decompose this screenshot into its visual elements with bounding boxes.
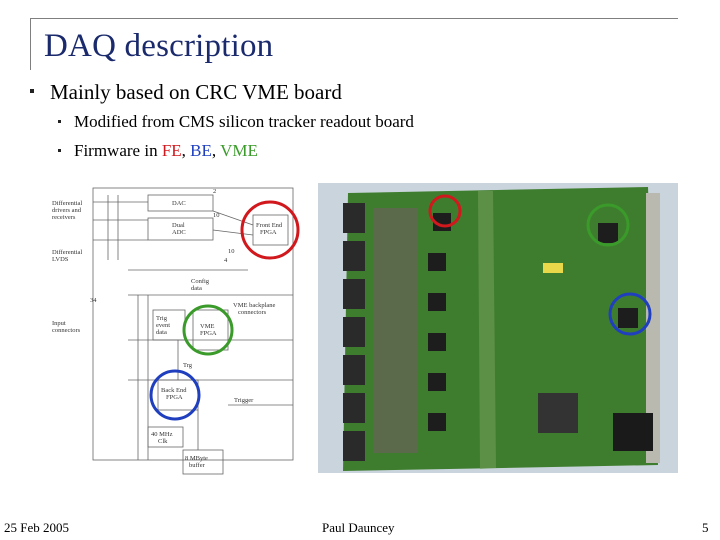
- schem-label: data: [156, 329, 167, 336]
- front-panel-connectors: [343, 203, 365, 461]
- schem-label: Back End: [161, 387, 187, 394]
- crc-board-photo: [318, 183, 678, 473]
- schem-label: event: [156, 322, 170, 329]
- schem-label: connectors: [238, 309, 267, 316]
- sub-bullet-2-text: Firmware in FE, BE, VME: [74, 141, 258, 161]
- be-highlight-circle: [149, 369, 201, 421]
- schem-label: 8 MByte: [185, 455, 208, 462]
- schem-label: VME: [200, 323, 214, 330]
- schem-label: Dual: [172, 222, 185, 229]
- sep-1: ,: [181, 141, 191, 160]
- footer-date: 25 Feb 2005: [4, 520, 69, 535]
- fe-photo-circle: [428, 194, 462, 228]
- slide-title: DAQ description: [44, 28, 274, 64]
- sub-bullet-1-text: Modified from CMS silicon tracker readou…: [74, 112, 414, 131]
- board-outline: [92, 187, 294, 461]
- schem-label: receivers: [52, 214, 76, 221]
- schem-label: Differential: [52, 249, 82, 256]
- adc-rows: [373, 208, 418, 453]
- title-frame-left: [30, 18, 31, 70]
- schem-label: Trg: [183, 362, 193, 369]
- be-chip: [618, 308, 638, 328]
- sep-2: ,: [211, 141, 221, 160]
- vme-photo-circle: [586, 203, 630, 247]
- schem-label: DAC: [172, 200, 186, 207]
- schem-label: Front End: [256, 222, 283, 229]
- schem-label: FPGA: [200, 330, 217, 337]
- schem-label: Trig: [156, 315, 168, 322]
- fe-highlight-circle: [240, 200, 300, 260]
- schem-label: Clk: [158, 438, 168, 445]
- schem-label: FPGA: [166, 394, 183, 401]
- schem-label: 10: [213, 212, 220, 219]
- board-divider: [478, 191, 496, 469]
- schem-label: drivers and: [52, 207, 82, 214]
- main-bullet-text: Mainly based on CRC VME board: [50, 80, 342, 104]
- daq-schematic: Differential drivers and receivers Diffe…: [52, 187, 300, 475]
- schem-label: 40 MHz: [151, 431, 173, 438]
- footer-author: Paul Dauncey: [322, 520, 395, 535]
- clk-box: [147, 426, 184, 448]
- schem-label: 4: [224, 257, 228, 264]
- pcb-board: [343, 187, 658, 471]
- vme-label: VME: [220, 141, 258, 160]
- fe-chips: [428, 213, 451, 431]
- vme-interface-chip: [613, 413, 653, 451]
- title-frame-top: [30, 18, 678, 19]
- schem-label: FPGA: [260, 229, 277, 236]
- fe-fpga-box: [252, 214, 289, 246]
- adc-box: [147, 217, 214, 241]
- heatsink: [538, 393, 578, 433]
- schem-label: Differential: [52, 200, 82, 207]
- fe-label: FE: [161, 141, 182, 160]
- schem-label: Trigger: [234, 397, 254, 404]
- vme-chip: [598, 223, 618, 243]
- dac-box: [147, 194, 214, 212]
- footer-page-number: 5: [702, 520, 709, 535]
- schem-label: ADC: [172, 229, 186, 236]
- bullet-dot: [58, 149, 61, 152]
- schem-label: 2: [213, 188, 216, 195]
- schem-label: 34: [90, 297, 97, 304]
- board-label: [543, 263, 563, 273]
- vme-fpga-box: [192, 309, 229, 351]
- buffer-box: [182, 449, 224, 475]
- schem-label: VME backplane: [233, 302, 276, 309]
- schem-label: Input: [52, 320, 66, 327]
- schem-label: connectors: [52, 327, 81, 334]
- bullet-dot: [30, 89, 34, 93]
- schem-label: LVDS: [52, 256, 69, 263]
- schem-label: Config: [191, 278, 210, 285]
- bullet-dot: [58, 120, 61, 123]
- schem-label: 10: [228, 248, 235, 255]
- vme-highlight-circle: [182, 304, 234, 356]
- firmware-prefix: Firmware in: [74, 141, 162, 160]
- backplane-connector: [646, 193, 660, 463]
- be-photo-circle: [608, 292, 652, 336]
- schem-label: buffer: [189, 462, 206, 469]
- be-label: BE: [190, 141, 212, 160]
- schem-label: data: [191, 285, 202, 292]
